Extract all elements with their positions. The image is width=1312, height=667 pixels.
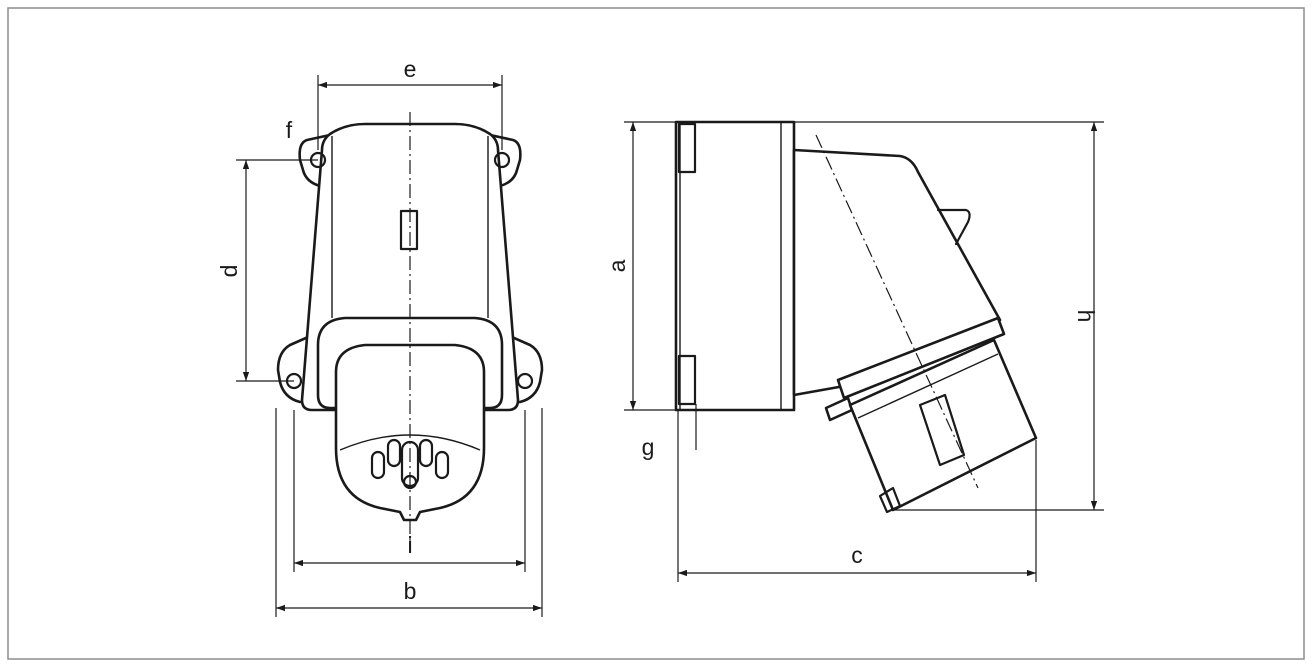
label-i: i <box>407 532 412 558</box>
front-view <box>276 112 544 548</box>
dimension-lines <box>236 75 1104 617</box>
label-b: b <box>404 578 417 604</box>
contact-pins <box>370 438 450 490</box>
side-view <box>674 120 1038 514</box>
label-d: d <box>216 265 242 278</box>
lower-clip <box>677 354 697 406</box>
latch-tab <box>936 208 971 246</box>
front-body-inner-edges <box>331 136 489 318</box>
label-c: c <box>851 542 863 568</box>
label-f: f <box>286 117 293 143</box>
label-e: e <box>404 56 417 82</box>
label-h: h <box>1073 310 1099 323</box>
wall-box <box>674 120 796 412</box>
front-window <box>399 209 419 251</box>
side-plug-head <box>848 338 1038 512</box>
side-nub <box>878 486 902 514</box>
drawing-frame <box>7 7 1305 660</box>
side-flange <box>836 316 1006 400</box>
label-g: g <box>642 434 655 460</box>
label-a: a <box>604 259 630 272</box>
upper-clip <box>677 122 697 174</box>
side-centerline <box>815 134 979 489</box>
